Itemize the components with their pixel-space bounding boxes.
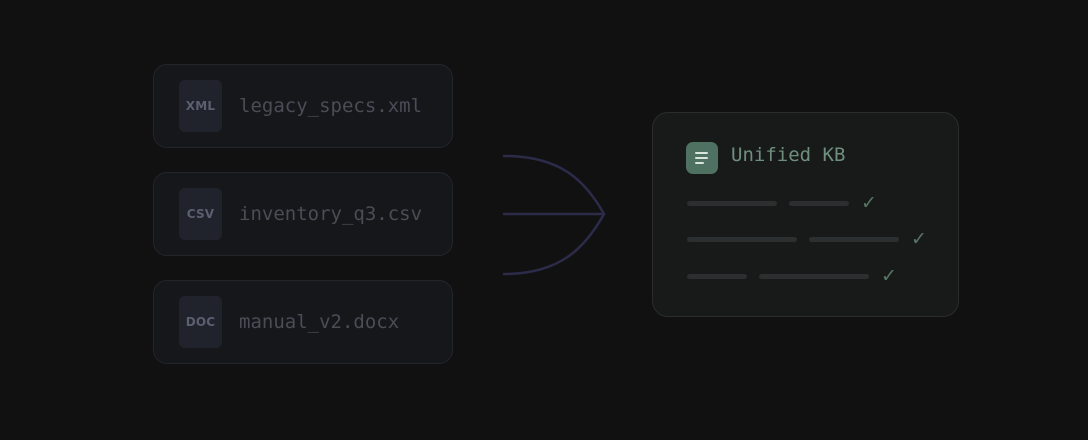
placeholder-line	[687, 201, 777, 206]
placeholder-line	[687, 274, 747, 279]
source-file-card-xml: XML legacy_specs.xml	[153, 64, 453, 148]
placeholder-line	[789, 201, 849, 206]
source-filename: legacy_specs.xml	[239, 95, 423, 117]
placeholder-line	[809, 237, 899, 242]
connector-line-top	[502, 154, 606, 216]
check-icon: ✓	[881, 265, 897, 287]
source-filename: manual_v2.docx	[239, 311, 400, 333]
source-file-card-csv: CSV inventory_q3.csv	[153, 172, 453, 256]
xml-file-badge-icon: XML	[179, 80, 222, 132]
check-icon: ✓	[861, 192, 877, 214]
kb-title: Unified KB	[731, 144, 846, 166]
placeholder-line	[687, 237, 797, 242]
source-filename: inventory_q3.csv	[239, 203, 423, 225]
unified-kb-card: Unified KB ✓ ✓ ✓	[652, 112, 959, 317]
document-lines-icon	[686, 142, 718, 174]
connector-line-bottom	[502, 212, 606, 276]
csv-file-badge-icon: CSV	[179, 188, 222, 240]
source-file-card-doc: DOC manual_v2.docx	[153, 280, 453, 364]
check-icon: ✓	[911, 228, 927, 250]
placeholder-line	[759, 274, 869, 279]
doc-file-badge-icon: DOC	[179, 296, 222, 348]
